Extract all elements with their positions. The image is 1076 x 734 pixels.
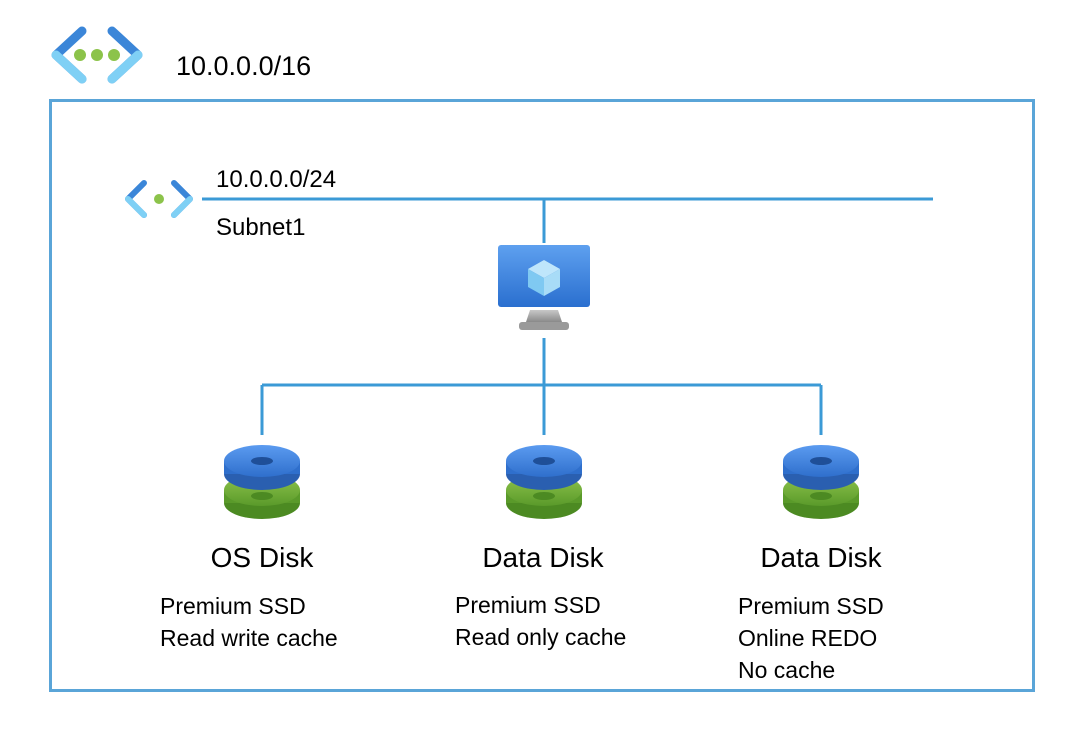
subnet-icon — [125, 180, 193, 218]
managed-disk-icon — [224, 445, 300, 519]
disk-detail-line: Premium SSD — [738, 593, 884, 619]
managed-disk-icon — [506, 445, 582, 519]
virtual-network-icon — [51, 26, 143, 84]
disk-detail-line: Online REDO — [738, 625, 878, 651]
disk-detail-line: No cache — [738, 657, 836, 683]
subnet-name: Subnet1 — [216, 214, 306, 241]
disk-description: Premium SSD Online REDO No cache — [738, 590, 884, 686]
disk-title: Data Disk — [482, 542, 604, 573]
vnet-address-space: 10.0.0.0/16 — [176, 51, 312, 81]
disk-detail-line: Read write cache — [160, 625, 338, 651]
disk-description: Premium SSD Read write cache — [160, 590, 338, 654]
disk-title: OS Disk — [210, 542, 314, 573]
disk-detail-line: Read only cache — [455, 624, 627, 650]
disk-detail-line: Premium SSD — [160, 593, 306, 619]
vnet-boundary — [49, 99, 1035, 692]
subnet-address-prefix: 10.0.0.0/24 — [216, 166, 337, 193]
subnet-connector — [202, 197, 933, 243]
disk-detail-line: Premium SSD — [455, 592, 601, 618]
disk-description: Premium SSD Read only cache — [455, 589, 626, 653]
disk-title: Data Disk — [760, 542, 882, 573]
virtual-machine-icon — [498, 245, 590, 330]
vm-to-disks-connector — [260, 338, 823, 435]
managed-disk-icon — [783, 445, 859, 519]
